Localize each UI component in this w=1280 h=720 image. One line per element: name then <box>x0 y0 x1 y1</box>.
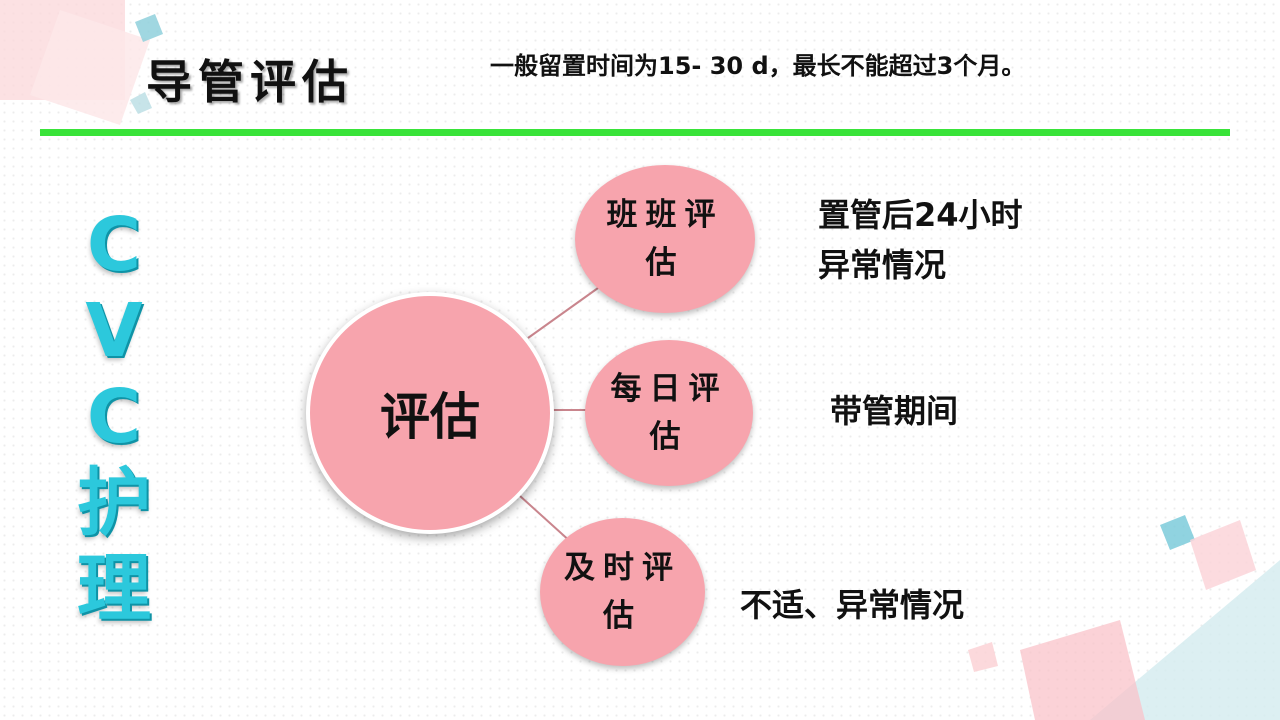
decor-bottom-right <box>968 515 1280 720</box>
node-daily-description: 带管期间 <box>830 386 958 436</box>
side-title: C V C 护 理 <box>64 202 164 632</box>
center-node: 评估 <box>306 292 554 534</box>
node-label: 每日评估 <box>610 371 728 455</box>
side-title-char: 护 <box>77 460 151 546</box>
node-timely-description: 不适、异常情况 <box>740 580 964 630</box>
header-divider <box>40 129 1230 136</box>
description-line: 带管期间 <box>830 392 959 430</box>
page-title: 导管评估 <box>146 55 354 109</box>
side-title-char: C <box>86 374 142 460</box>
description-line: 不适、异常情况 <box>740 586 965 624</box>
node-shift-assessment: 班班评估 <box>575 165 755 313</box>
node-label: 班班评估 <box>606 197 724 281</box>
description-line: 置管后24小时 <box>818 196 1023 234</box>
node-shift-description: 置管后24小时 异常情况 <box>818 190 1023 290</box>
connector-line <box>519 495 573 544</box>
center-node-label: 评估 <box>380 388 480 446</box>
node-label: 及时评估 <box>564 550 681 634</box>
retention-note: 一般留置时间为15- 30 d，最长不能超过3个月。 <box>490 52 1026 80</box>
decor-top-left <box>0 0 163 125</box>
connector-line <box>527 287 599 339</box>
side-title-char: C <box>86 202 142 288</box>
side-title-char: 理 <box>77 546 151 632</box>
side-title-char: V <box>85 288 143 374</box>
node-timely-assessment: 及时评估 <box>540 518 705 666</box>
node-daily-assessment: 每日评估 <box>585 340 753 486</box>
description-line: 异常情况 <box>818 246 947 284</box>
